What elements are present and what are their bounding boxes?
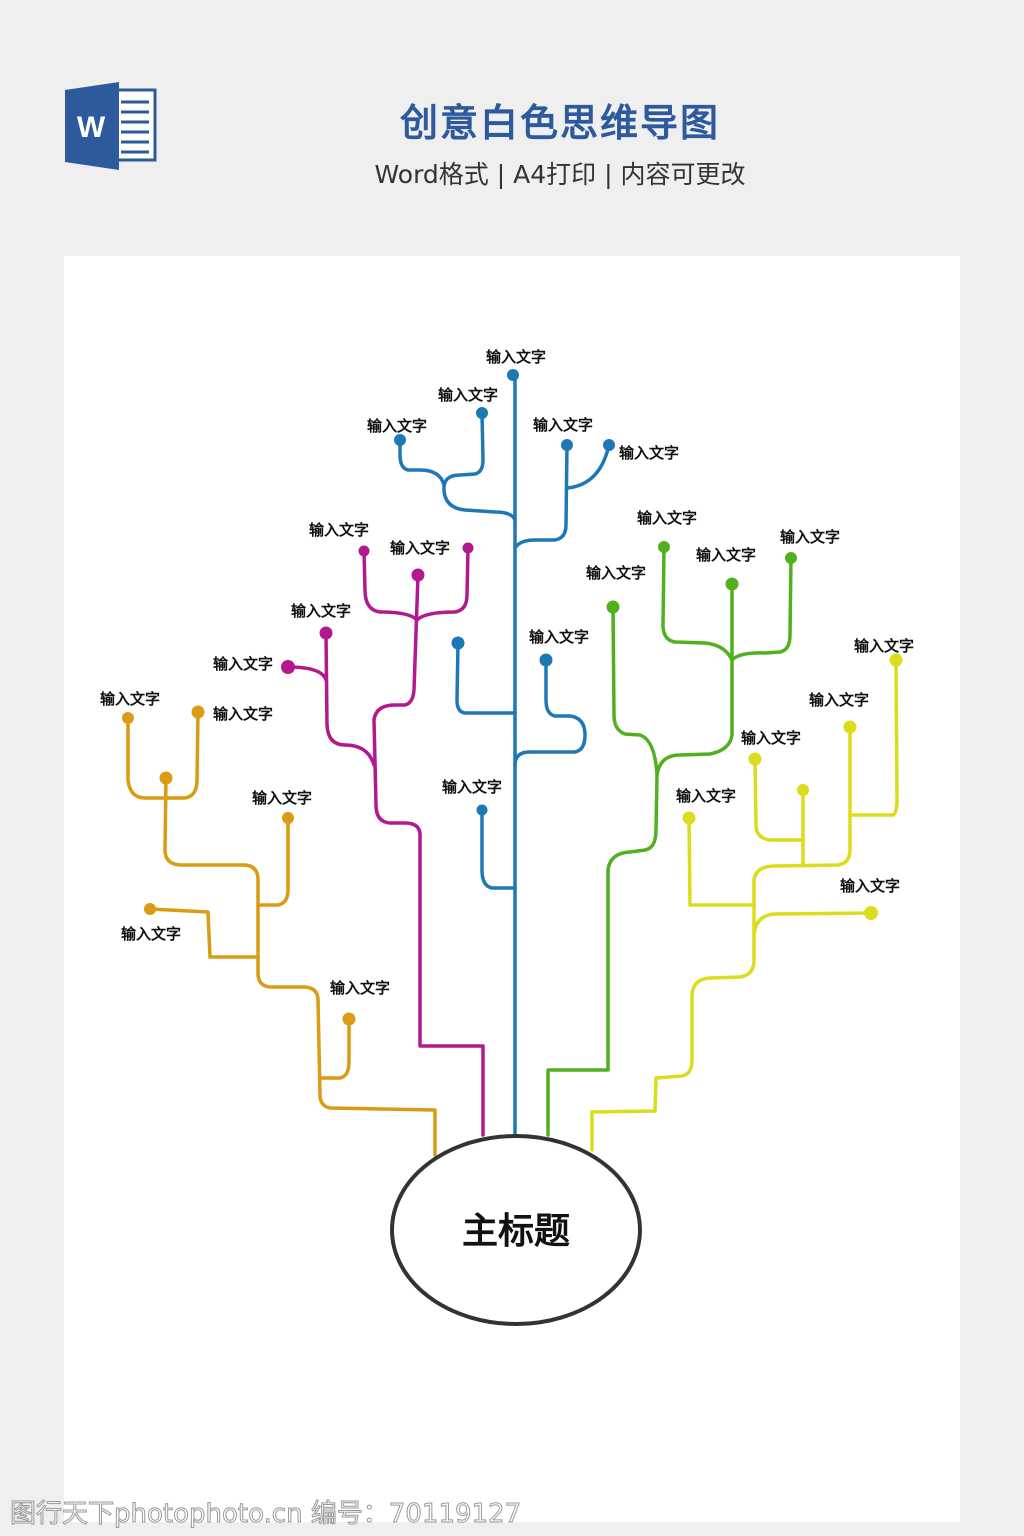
node-label[interactable]: 输入文字 <box>121 925 181 943</box>
node-label[interactable]: 输入文字 <box>676 787 736 805</box>
node-label[interactable]: 输入文字 <box>442 778 502 796</box>
purple-nodes <box>281 542 474 674</box>
node-dot <box>282 812 294 824</box>
node-label[interactable]: 输入文字 <box>533 416 593 434</box>
node-dot <box>476 407 488 419</box>
yellow-nodes <box>682 653 903 920</box>
node-labels: 输入文字 输入文字 输入文字 输入文字 输入文字 输入文字 输入文字 输入文字 … <box>100 348 914 997</box>
orange-nodes <box>122 705 356 1026</box>
blue-branch <box>398 373 611 1137</box>
yellow-branch <box>590 658 899 1152</box>
orange-branch <box>126 710 437 1157</box>
node-label[interactable]: 输入文字 <box>780 528 840 546</box>
node-dot <box>507 369 519 381</box>
document-page: 输入文字 输入文字 输入文字 输入文字 输入文字 输入文字 输入文字 输入文字 … <box>64 256 960 1522</box>
node-dot <box>394 434 406 446</box>
node-label[interactable]: 输入文字 <box>309 521 369 539</box>
word-logo-icon: W <box>65 82 157 170</box>
central-topic-label[interactable]: 主标题 <box>462 1211 570 1252</box>
green-nodes <box>606 541 797 614</box>
node-dot <box>561 439 573 451</box>
node-label[interactable]: 输入文字 <box>367 417 427 435</box>
node-dot <box>281 660 295 674</box>
node-dot <box>144 903 156 915</box>
node-dot <box>748 752 762 766</box>
node-dot <box>843 720 857 734</box>
node-label[interactable]: 输入文字 <box>252 789 312 807</box>
node-dot <box>658 541 670 553</box>
node-label[interactable]: 输入文字 <box>809 691 869 709</box>
node-dot <box>411 568 425 582</box>
node-label[interactable]: 输入文字 <box>330 979 390 997</box>
node-label[interactable]: 输入文字 <box>854 637 914 655</box>
page-title: 创意白色思维导图 <box>399 101 720 145</box>
node-dot <box>785 552 797 564</box>
node-label[interactable]: 输入文字 <box>213 655 273 673</box>
node-dot <box>864 906 878 920</box>
node-label[interactable]: 输入文字 <box>840 877 900 895</box>
node-dot <box>682 811 696 825</box>
green-branch <box>546 545 793 1137</box>
node-dot <box>191 705 205 719</box>
node-label[interactable]: 输入文字 <box>586 564 646 582</box>
purple-branch <box>286 546 485 1137</box>
node-dot <box>889 653 903 667</box>
node-dot <box>797 784 809 796</box>
node-dot <box>159 771 173 785</box>
node-label[interactable]: 输入文字 <box>486 348 546 366</box>
watermark: 图行天下photophoto.cn 编号：70119127 <box>9 1499 522 1530</box>
svg-text:W: W <box>77 111 106 144</box>
node-label[interactable]: 输入文字 <box>696 546 756 564</box>
page-subtitle: Word格式 | A4打印 | 内容可更改 <box>374 160 746 189</box>
node-label[interactable]: 输入文字 <box>100 690 160 708</box>
node-dot <box>319 626 333 640</box>
central-topic[interactable]: 主标题 <box>390 1134 642 1326</box>
node-label[interactable]: 输入文字 <box>529 628 589 646</box>
mindmap-diagram: 输入文字 输入文字 输入文字 输入文字 输入文字 输入文字 输入文字 输入文字 … <box>100 348 914 1326</box>
node-dot <box>725 577 739 591</box>
node-label[interactable]: 输入文字 <box>741 729 801 747</box>
node-dot <box>358 545 370 557</box>
node-label[interactable]: 输入文字 <box>291 602 351 620</box>
node-dot <box>462 542 474 554</box>
node-dot <box>606 600 620 614</box>
node-label[interactable]: 输入文字 <box>390 539 450 557</box>
node-label[interactable]: 输入文字 <box>637 509 697 527</box>
node-dot <box>122 712 134 724</box>
blue-nodes <box>394 369 615 816</box>
node-dot <box>451 636 465 650</box>
node-dot <box>476 804 488 816</box>
node-label[interactable]: 输入文字 <box>213 705 273 723</box>
node-dot <box>342 1012 356 1026</box>
node-label[interactable]: 输入文字 <box>619 444 679 462</box>
node-dot <box>539 653 553 667</box>
node-label[interactable]: 输入文字 <box>438 386 498 404</box>
node-dot <box>603 439 615 451</box>
